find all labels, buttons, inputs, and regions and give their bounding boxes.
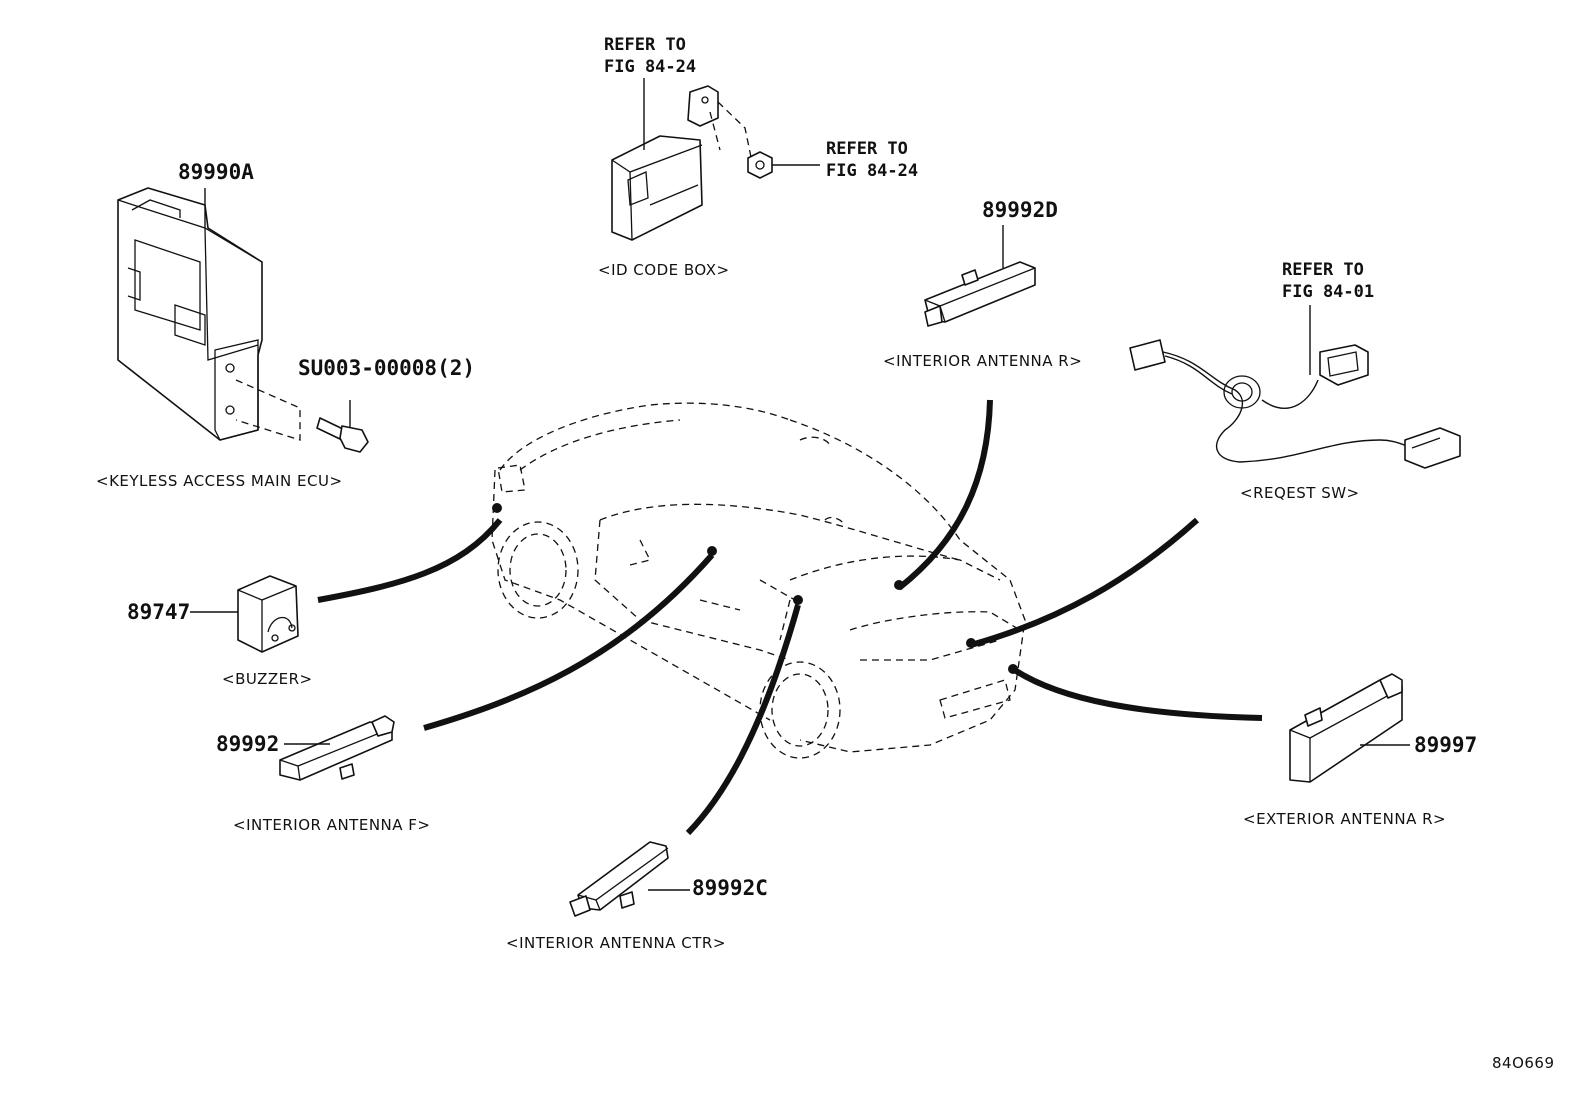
exterior-antenna-r-part-number: 89997 xyxy=(1414,733,1478,757)
reference-line: FIG 84-24 xyxy=(604,57,697,77)
id-code-box-drawing xyxy=(611,78,753,241)
interior-antenna-ctr-drawing xyxy=(569,841,690,917)
antenna-ctr-leader xyxy=(685,604,801,836)
antenna-ctr-location-dot xyxy=(793,595,803,605)
request-sw-leader xyxy=(970,517,1200,648)
request-sw-reference: REFER TO FIG 84-01 xyxy=(1282,259,1374,303)
interior-antenna-f-caption: <INTERIOR ANTENNA F> xyxy=(233,816,431,834)
vehicle-drawing xyxy=(491,402,1026,759)
buzzer-part-number: 89747 xyxy=(127,600,191,624)
interior-antenna-f-drawing xyxy=(279,715,395,781)
request-sw-caption: <REQEST SW> xyxy=(1240,484,1360,502)
buzzer-caption: <BUZZER> xyxy=(222,670,313,688)
interior-antenna-ctr-part-number: 89992C xyxy=(692,876,768,900)
bolt-drawing xyxy=(316,400,369,453)
keyless-ecu-drawing xyxy=(117,187,301,441)
figure-id: 84O669 xyxy=(1492,1054,1555,1072)
reference-line: REFER TO xyxy=(1282,260,1364,280)
interior-antenna-f-part-number: 89992 xyxy=(216,732,280,756)
buzzer-location-dot xyxy=(492,503,502,513)
nut-reference: REFER TO FIG 84-24 xyxy=(826,138,918,182)
interior-antenna-r-caption: <INTERIOR ANTENNA R> xyxy=(883,352,1083,370)
buzzer-leader xyxy=(317,518,503,603)
interior-antenna-r-drawing xyxy=(924,225,1036,327)
buzzer-drawing xyxy=(190,575,299,653)
reference-line: REFER TO xyxy=(826,139,908,159)
reference-line: FIG 84-24 xyxy=(826,161,919,181)
exterior-antenna-leader xyxy=(1011,666,1263,721)
interior-antenna-r-part-number: 89992D xyxy=(982,198,1058,222)
reference-line: REFER TO xyxy=(604,35,686,55)
nut-drawing xyxy=(747,151,820,179)
exterior-antenna-r-drawing xyxy=(1289,673,1410,783)
bolt-part-number: SU003-00008(2) xyxy=(298,356,476,380)
keyless-ecu-part-number: 89990A xyxy=(178,160,254,184)
interior-antenna-ctr-caption: <INTERIOR ANTENNA CTR> xyxy=(506,934,726,952)
keyless-ecu-caption: <KEYLESS ACCESS MAIN ECU> xyxy=(96,472,343,490)
id-code-box-reference: REFER TO FIG 84-24 xyxy=(604,34,696,78)
id-code-box-caption: <ID CODE BOX> xyxy=(598,261,730,279)
exterior-antenna-r-caption: <EXTERIOR ANTENNA R> xyxy=(1243,810,1447,828)
antenna-f-leader xyxy=(423,553,715,731)
reference-line: FIG 84-01 xyxy=(1282,282,1375,302)
request-sw-drawing xyxy=(1129,305,1461,469)
antenna-r-leader xyxy=(897,399,993,591)
